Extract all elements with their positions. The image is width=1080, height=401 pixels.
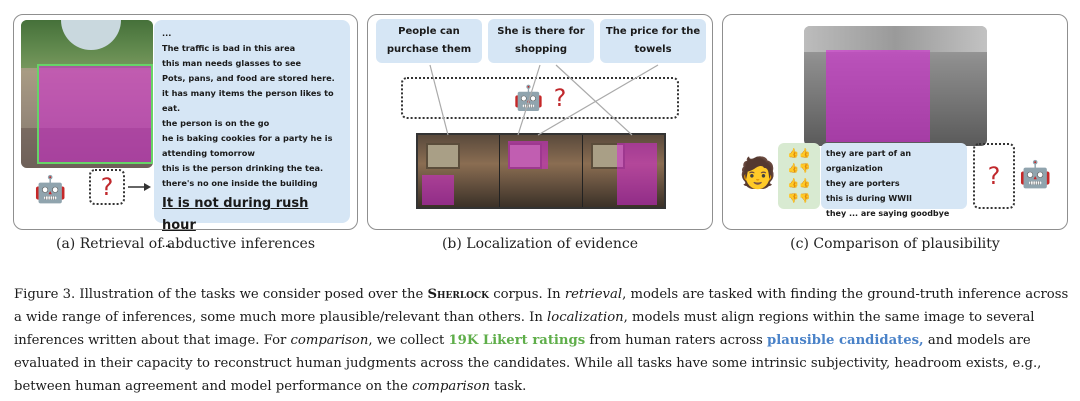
inference-card: The price for the towels (600, 19, 706, 63)
video-frame (582, 135, 664, 207)
region-mask (422, 175, 454, 205)
video-frame-strip (416, 133, 666, 209)
inference-item: there's no one inside the building (162, 178, 318, 188)
caption-text: Figure 3. Illustration of the tasks we c… (14, 287, 428, 302)
question-box: ? (89, 169, 125, 205)
candidate-item: they are porters (826, 179, 900, 188)
question-box: ? (973, 143, 1015, 209)
panel-comparison: 🧑 👍👍 👍👎 👍👍 👎👎 they are part of an organi… (722, 14, 1068, 230)
likert-ratings: 👍👍 👍👎 👍👍 👎👎 (778, 143, 820, 209)
video-frame (418, 135, 501, 207)
region-mask (508, 141, 549, 169)
region-mask (826, 50, 930, 142)
inference-item: ... (162, 28, 172, 38)
corpus-name: Sherlock (427, 287, 489, 302)
question-mark: ? (553, 84, 567, 112)
robot-icon: 🤖 (34, 175, 67, 205)
inference-ellipsis: ... (162, 239, 172, 249)
caption-text: task. (489, 379, 527, 394)
task-comparison: comparison (290, 333, 369, 348)
task-retrieval: retrieval (564, 287, 623, 302)
inference-item: Pots, pans, and food are stored here. (162, 73, 335, 83)
panel-localization: People can purchase them She is there fo… (367, 14, 713, 230)
panel-retrieval: 🤖 ? ... The traffic is bad in this area … (13, 14, 358, 249)
likert-ratings-highlight: 19K Likert ratings (448, 333, 586, 348)
caption-text: and models are evaluated in their capaci… (14, 333, 1042, 394)
caption-text: corpus. In (489, 287, 565, 302)
question-mark: ? (987, 162, 1001, 190)
caption-b: (b) Localization of evidence (441, 236, 639, 252)
arrow-to-inference (128, 183, 151, 191)
localization-arrows (429, 64, 659, 136)
video-frame (500, 135, 583, 207)
region-mask (616, 143, 657, 205)
inference-item: the person is on the go (162, 118, 270, 128)
inference-card: She is there for shopping (488, 19, 594, 63)
caption-text: , we collect (368, 333, 449, 348)
caption-a: (a) Retrieval of abductive inferences (55, 236, 315, 252)
inference-list: ... The traffic is bad in this area this… (154, 20, 350, 249)
task-comparison: comparison (412, 379, 490, 394)
robot-icon: 🤖 (513, 84, 544, 112)
inference-item: it has many items the person likes to ea… (162, 88, 334, 113)
thumbs-icon: 👍👍 (787, 149, 811, 159)
person-icon: 🧑 (739, 156, 777, 191)
figure-caption: Figure 3. Illustration of the tasks we c… (14, 283, 1070, 398)
caption-text: from human raters across (585, 333, 767, 348)
photo-buildings (804, 26, 987, 52)
candidate-list: they are part of an organization they ar… (821, 143, 967, 218)
thumbs-icon: 👎👎 (787, 194, 811, 204)
candidate-item: this is during WWII (826, 194, 913, 203)
caption-text: , models are tasked with finding the gro… (14, 287, 1069, 325)
robot-icon: 🤖 (1019, 160, 1052, 190)
inference-item: this man needs glasses to see (162, 58, 302, 68)
question-mark: ? (100, 173, 114, 201)
inference-item: The traffic is bad in this area (162, 43, 296, 53)
region-mask (37, 64, 153, 164)
plausible-candidates-highlight: plausible candidates, (766, 333, 924, 348)
thumbs-icon: 👍👍 (787, 179, 811, 189)
inference-item: this is the person drinking the tea. (162, 163, 324, 173)
inference-card: People can purchase them (376, 19, 482, 63)
task-localization: localization (547, 310, 624, 325)
candidate-item: they ... are saying goodbye (826, 209, 950, 218)
highlighted-inference: It is not during rush hour (162, 196, 309, 233)
caption-text: , models must align regions within the s… (14, 310, 1035, 348)
caption-c: (c) Comparison of plausibility (790, 236, 1000, 252)
inference-item: he is baking cookies for a party he is a… (162, 133, 333, 158)
street-photo (21, 20, 153, 168)
crowd-photo (804, 26, 987, 146)
candidate-item: they are part of an organization (826, 149, 912, 173)
question-box: 🤖 ? (401, 77, 679, 119)
frame-window (426, 143, 460, 169)
thumbs-icon: 👍👎 (787, 164, 811, 174)
